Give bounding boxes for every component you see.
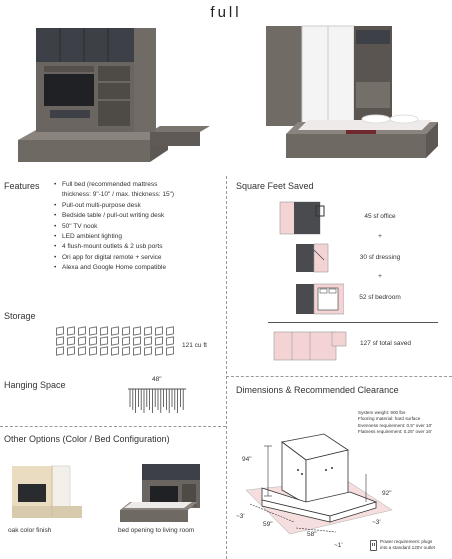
cube-icon xyxy=(77,326,86,336)
upper-cabinet xyxy=(36,28,134,62)
cube-icon xyxy=(132,326,141,336)
cube-icon xyxy=(154,326,163,336)
feature-item: Pull-out multi-purpose desk xyxy=(54,201,226,212)
page-title: full xyxy=(210,4,242,21)
cube-icon xyxy=(77,346,86,356)
pillow-icon xyxy=(361,114,391,124)
divider xyxy=(0,426,226,427)
clearance-front: ~1' xyxy=(334,542,343,549)
hanging-heading: Hanging Space xyxy=(4,380,66,390)
cube-icon xyxy=(66,326,75,336)
storage-cubes-icon xyxy=(54,326,178,356)
cube-icon xyxy=(143,336,152,346)
spec-list: System weight: 900 lbs Flooring material… xyxy=(358,410,450,436)
product-image-closed xyxy=(18,28,210,162)
spec-item: Flooring material: hard surface xyxy=(358,416,421,422)
features-heading: Features xyxy=(4,181,40,191)
clearance-right: ~3' xyxy=(372,519,381,526)
office-sf: 45 sf office xyxy=(364,213,396,220)
bed-platform-front xyxy=(18,140,150,162)
cube-icon xyxy=(121,346,130,356)
cube-icon xyxy=(99,346,108,356)
clearance-left: ~3' xyxy=(236,513,245,520)
pillow-icon xyxy=(389,114,419,124)
spec-item: Flatness requirement: 0.25" over 16' xyxy=(358,429,432,435)
width-left-dim: 59" xyxy=(263,521,273,528)
living-room-option-caption: bed opening to living room xyxy=(118,527,195,534)
bedroom-sf: 52 sf bedroom xyxy=(359,294,401,301)
cube-icon xyxy=(66,336,75,346)
office-plan-icon xyxy=(279,201,325,235)
feature-item: 4 flush-mount outlets & 2 usb ports xyxy=(54,242,226,253)
cube-icon xyxy=(143,326,152,336)
cube-icon xyxy=(99,336,108,346)
hangers-icon xyxy=(128,388,186,413)
height-dim: 94" xyxy=(242,456,252,463)
options-heading: Other Options (Color / Bed Configuration… xyxy=(4,434,170,444)
total-sf: 127 sf total saved xyxy=(360,340,411,347)
cube-icon xyxy=(110,326,119,336)
total-rule xyxy=(268,322,438,323)
cube-icon xyxy=(132,336,141,346)
cube-icon xyxy=(66,346,75,356)
column-divider xyxy=(226,176,227,559)
feature-item: 50" TV nook xyxy=(54,222,226,233)
bed-frame xyxy=(286,134,426,158)
cube-icon xyxy=(165,326,174,336)
spec-item: Evenness requirement: 0.5" over 10' xyxy=(358,422,433,428)
oak-option-caption: oak color finish xyxy=(8,527,52,534)
plus-sign: + xyxy=(378,233,382,240)
cube-icon xyxy=(99,326,108,336)
features-list: Full bed (recommended mattressthickness:… xyxy=(54,180,226,274)
depth-dim: 92" xyxy=(382,490,392,497)
tv-icon xyxy=(44,74,94,106)
plus-sign: + xyxy=(378,273,382,280)
cube-icon xyxy=(143,346,152,356)
cube-icon xyxy=(88,336,97,346)
living-room-option-image xyxy=(120,464,200,522)
divider xyxy=(226,376,452,377)
cube-icon xyxy=(165,346,174,356)
feature-item: LED ambient lighting xyxy=(54,232,226,243)
cube-icon xyxy=(110,346,119,356)
feature-item: Ori app for digital remote + service xyxy=(54,253,226,264)
cube-icon xyxy=(55,336,64,346)
total-plan-icon xyxy=(273,331,347,361)
cube-icon xyxy=(88,346,97,356)
dressing-plan-icon xyxy=(296,243,329,273)
cube-icon xyxy=(121,326,130,336)
square-feet-heading: Square Feet Saved xyxy=(236,181,314,191)
dimension-diagram xyxy=(245,433,393,535)
storage-value: 121 cu ft xyxy=(182,342,207,349)
cube-icon xyxy=(88,326,97,336)
width-right-dim: 58" xyxy=(307,531,317,538)
cube-icon xyxy=(77,336,86,346)
power-note: Power requirement: plugs into a standard… xyxy=(380,539,435,551)
oak-option-image xyxy=(12,465,82,518)
cube-icon xyxy=(154,346,163,356)
feature-item: Alexa and Google Home compatible xyxy=(54,263,226,274)
dimensions-heading: Dimensions & Recommended Clearance xyxy=(236,385,399,395)
cube-icon xyxy=(110,336,119,346)
bedroom-plan-icon xyxy=(296,283,344,315)
cube-icon xyxy=(55,346,64,356)
cube-icon xyxy=(132,346,141,356)
hanging-value: 48" xyxy=(152,376,162,383)
cube-icon xyxy=(55,326,64,336)
outlet-icon xyxy=(370,540,377,551)
feature-item: Full bed (recommended mattressthickness:… xyxy=(54,180,226,201)
cube-icon xyxy=(165,336,174,346)
spec-item: System weight: 900 lbs xyxy=(358,410,406,415)
product-image-open xyxy=(266,25,438,158)
cube-icon xyxy=(154,336,163,346)
cube-icon xyxy=(121,336,130,346)
feature-item: Bedside table / pull-out writing desk xyxy=(54,211,226,222)
dressing-sf: 30 sf dressing xyxy=(359,254,401,261)
storage-heading: Storage xyxy=(4,311,36,321)
